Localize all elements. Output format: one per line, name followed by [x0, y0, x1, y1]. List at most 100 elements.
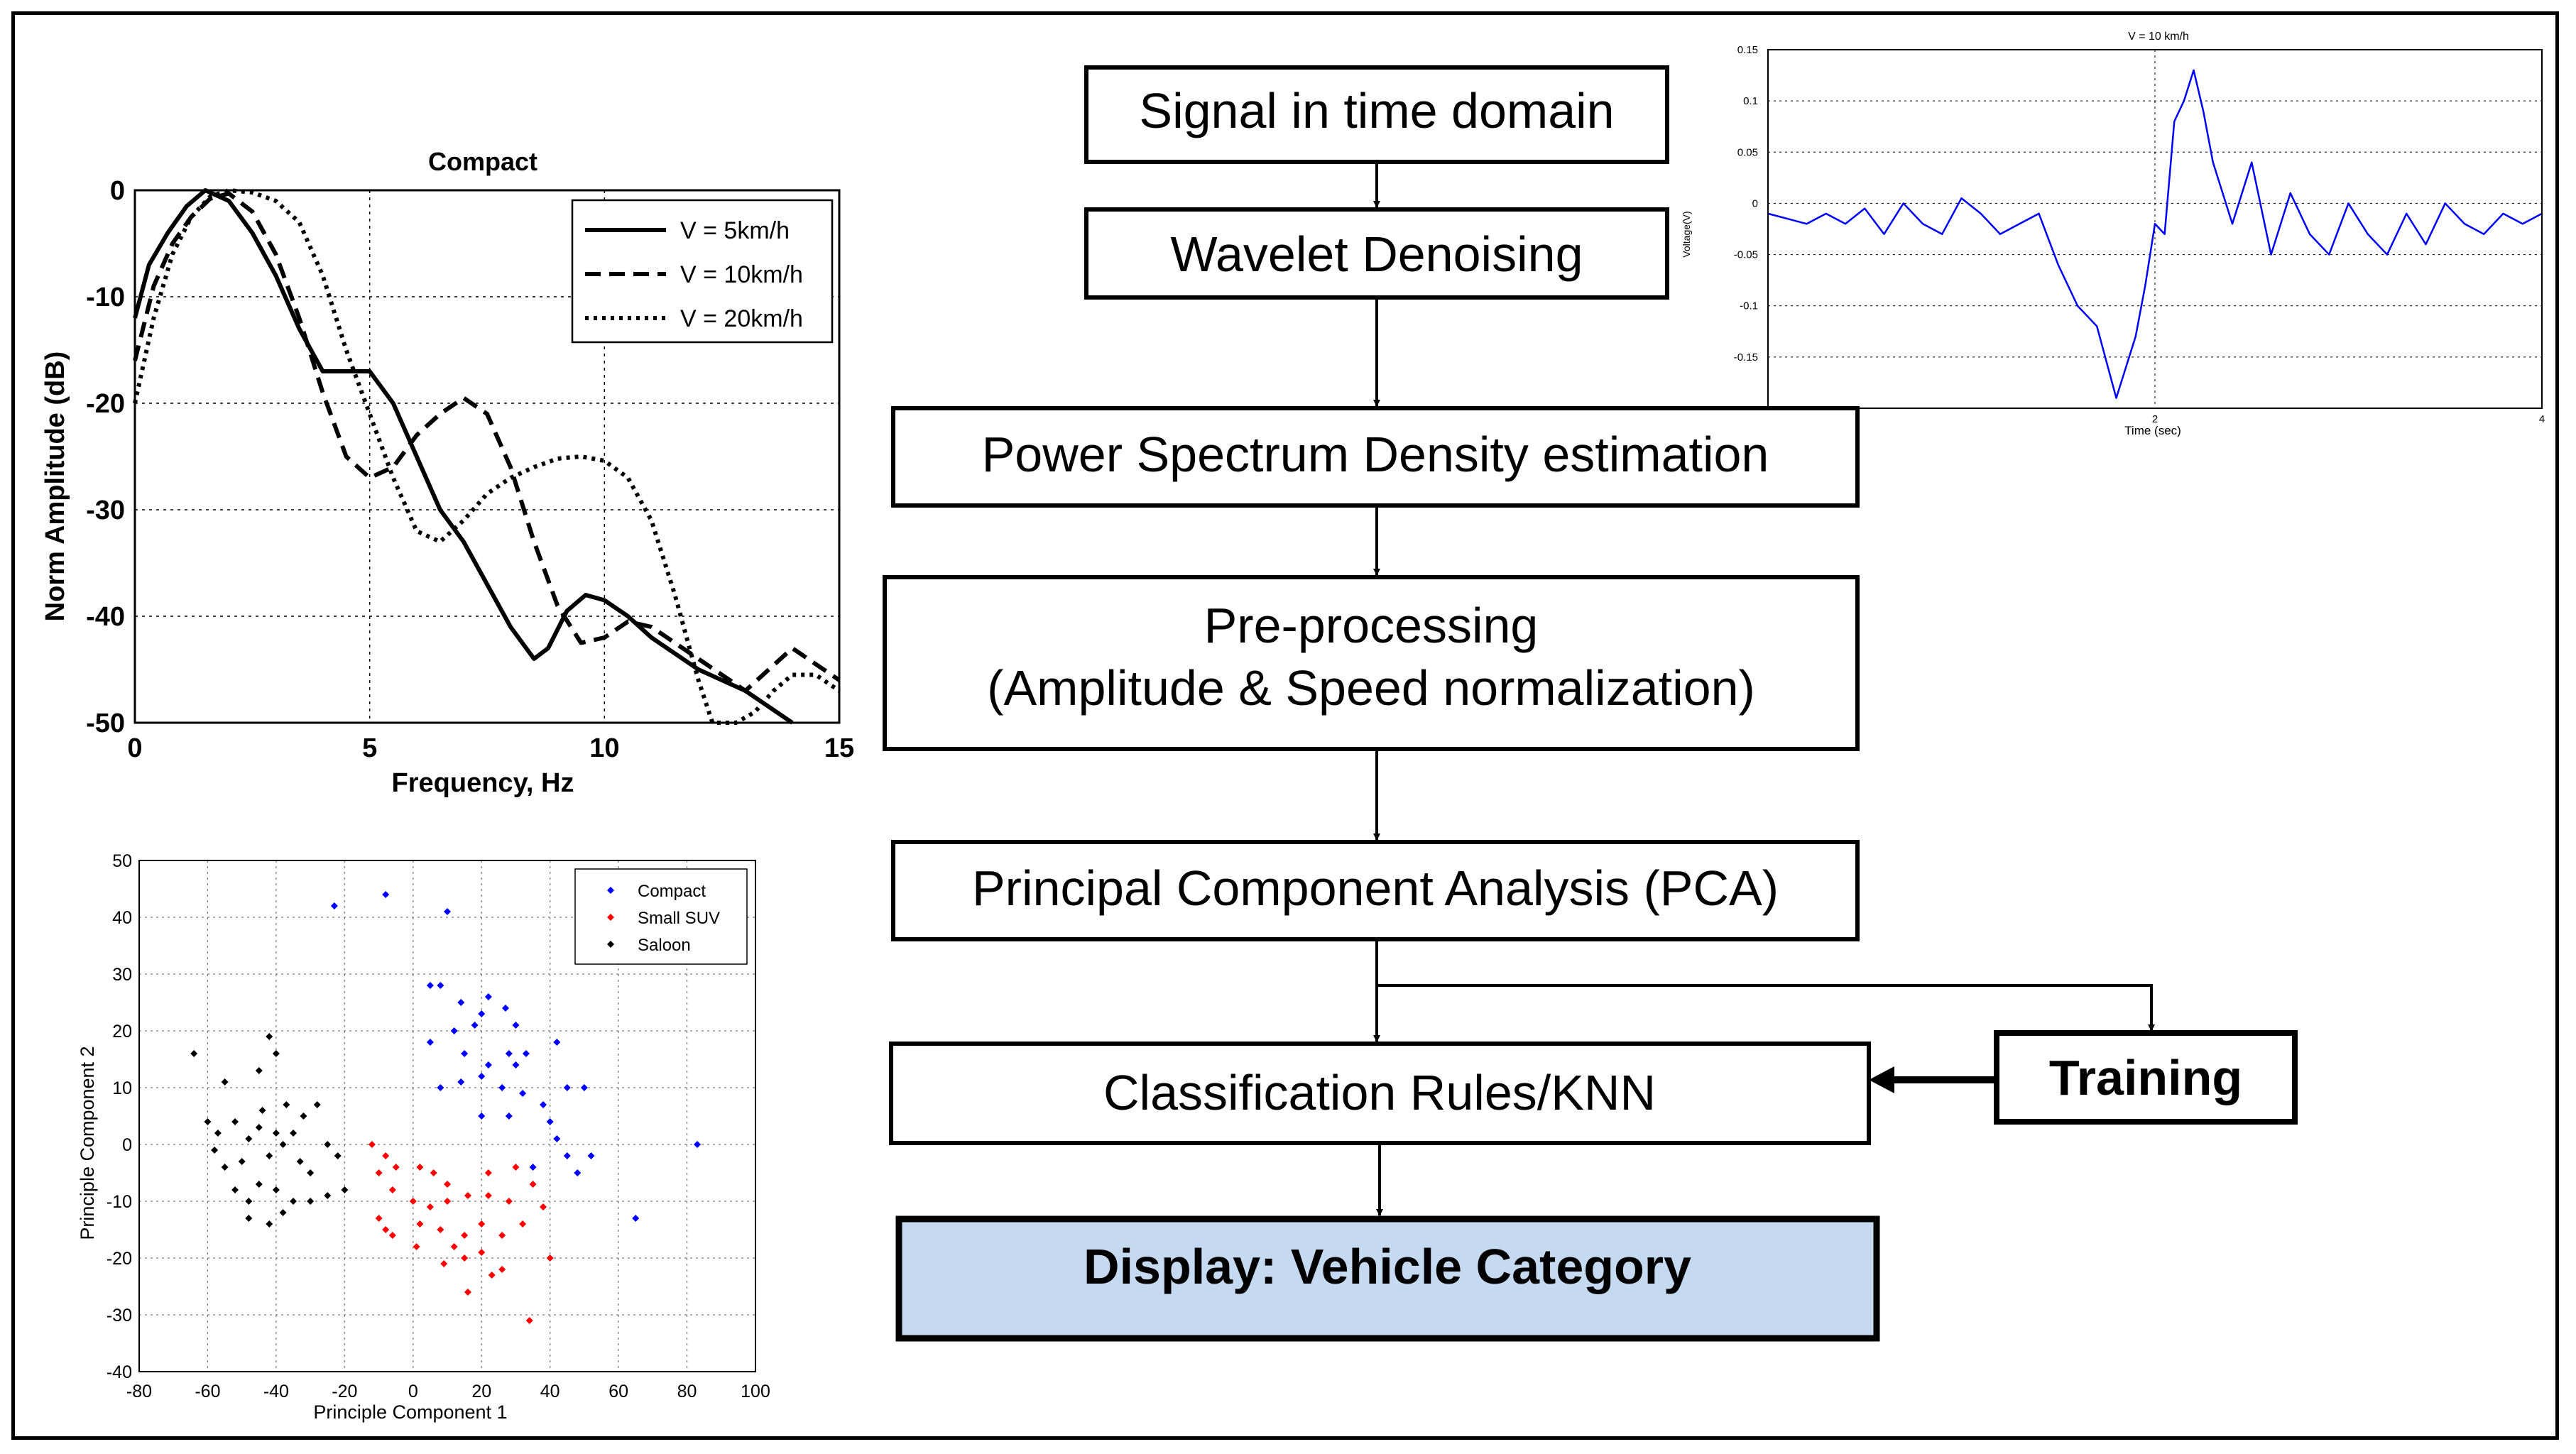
- flow-step-classification: Classification Rules/KNN: [889, 1042, 1871, 1145]
- pca-point-saloon: [190, 1050, 198, 1057]
- pca-point-saloon: [211, 1147, 219, 1154]
- pca-chart-xtick: 20: [471, 1382, 491, 1401]
- flow-step-psd-label: Power Spectrum Density estimation: [982, 427, 1769, 482]
- pca-point-small-suv: [505, 1198, 513, 1205]
- flow-step-display: Display: Vehicle Category: [895, 1215, 1880, 1342]
- pca-point-saloon: [214, 1130, 222, 1137]
- time-chart-ytick: 0: [1752, 197, 1758, 209]
- pca-point-saloon: [307, 1198, 315, 1205]
- pca-chart-xtick: 100: [741, 1382, 770, 1401]
- pca-point-small-suv: [392, 1164, 400, 1171]
- pca-point-compact: [457, 999, 465, 1006]
- pca-point-compact: [553, 1135, 561, 1142]
- pca-point-compact: [587, 1152, 595, 1159]
- pca-point-compact: [632, 1215, 640, 1222]
- pca-point-saloon: [255, 1067, 263, 1074]
- pca-point-small-suv: [461, 1255, 469, 1262]
- pca-point-small-suv: [478, 1220, 486, 1228]
- pca-point-saloon: [290, 1198, 297, 1205]
- pca-point-compact: [426, 982, 434, 989]
- pca-chart-ytick: -30: [107, 1306, 132, 1325]
- pca-chart-xtick: 80: [677, 1382, 697, 1401]
- pca-point-compact: [461, 1050, 469, 1057]
- pca-chart-xlabel: Principle Component 1: [313, 1401, 507, 1423]
- time-chart-title: V = 10 km/h: [2128, 31, 2189, 43]
- pca-chart-xtick: 60: [608, 1382, 628, 1401]
- frequency-chart-xtick: 0: [127, 733, 142, 763]
- pca-point-small-suv: [440, 1260, 448, 1267]
- frequency-series-line-1: [133, 188, 794, 725]
- frequency-chart-ytick: -30: [86, 496, 125, 525]
- pca-point-compact: [478, 1113, 486, 1120]
- pca-point-compact: [478, 1073, 486, 1080]
- frequency-chart-ytick: -40: [86, 602, 125, 632]
- pca-point-compact: [519, 1090, 527, 1097]
- time-chart-ylabel: Voltage(V): [1681, 211, 1692, 257]
- arrow-pca-to-training: [1377, 984, 2155, 1032]
- flow-step-classification-label: Classification Rules/KNN: [1103, 1065, 1656, 1120]
- time-chart-ytick: -0.1: [1740, 300, 1758, 312]
- pca-point-small-suv: [450, 1243, 458, 1250]
- training-label: Training: [2049, 1050, 2242, 1105]
- pca-point-compact: [484, 1061, 492, 1068]
- pca-point-saloon: [204, 1118, 212, 1125]
- frequency-chart-ytick: -50: [86, 709, 125, 738]
- pca-point-compact: [553, 1039, 561, 1046]
- pca-point-saloon: [231, 1118, 239, 1125]
- flow-step-signal: Signal in time domain: [1084, 65, 1669, 164]
- flow-step-wavelet: Wavelet Denoising: [1084, 207, 1669, 300]
- time-signal-line-1: [1767, 69, 2543, 399]
- pca-point-compact: [501, 1005, 509, 1012]
- pca-point-saloon: [221, 1078, 229, 1086]
- pca-point-saloon: [300, 1113, 307, 1120]
- time-chart-ytick: 0.05: [1737, 146, 1758, 158]
- frequency-chart-ytick: 0: [110, 176, 125, 206]
- pca-point-compact: [529, 1164, 537, 1171]
- pca-point-small-suv: [413, 1243, 420, 1250]
- pca-point-saloon: [313, 1101, 321, 1108]
- pca-point-saloon: [245, 1198, 253, 1205]
- pca-chart-xtick: -60: [195, 1382, 220, 1401]
- pca-point-compact: [563, 1152, 571, 1159]
- pca-point-small-suv: [375, 1215, 383, 1222]
- pca-chart-ytick: -10: [107, 1192, 132, 1212]
- flow-step-signal-label: Signal in time domain: [1139, 83, 1614, 138]
- pca-point-compact: [471, 1022, 479, 1029]
- pca-legend-marker: [607, 914, 614, 921]
- outer-frame: [11, 11, 2559, 1440]
- flow-arrows: [1373, 162, 2155, 1216]
- frequency-chart-ylabel: Norm Amplitude (dB): [40, 351, 70, 622]
- time-chart-xlabel: Time (sec): [2124, 424, 2181, 437]
- pca-point-small-suv: [382, 1226, 390, 1233]
- pca-chart-ytick: 30: [112, 965, 132, 985]
- pca-chart-xtick: -20: [332, 1382, 357, 1401]
- frequency-chart-title: Compact: [428, 147, 537, 176]
- flow-step-preprocessing-line2: (Amplitude & Speed normalization): [987, 660, 1755, 716]
- pca-point-saloon: [279, 1209, 287, 1216]
- pca-point-saloon: [238, 1158, 246, 1165]
- time-chart-xtick: 4: [2539, 413, 2545, 425]
- pca-point-saloon: [255, 1181, 263, 1188]
- pca-point-small-suv: [416, 1220, 424, 1228]
- pca-legend-label: Saloon: [638, 936, 691, 955]
- pca-point-small-suv: [437, 1226, 444, 1233]
- pca-point-saloon: [296, 1158, 304, 1165]
- arrow-training-to-classification: [1869, 1066, 1997, 1093]
- pca-point-small-suv: [416, 1164, 424, 1171]
- pca-scatter-chart: Principle Component 1 Principle Componen…: [77, 851, 770, 1423]
- pca-point-saloon: [266, 1220, 273, 1228]
- pca-chart-xtick: 40: [540, 1382, 560, 1401]
- pca-chart-ytick: 0: [122, 1135, 132, 1155]
- pca-point-saloon: [231, 1186, 239, 1193]
- time-chart-ytick: 0.1: [1743, 95, 1758, 107]
- pca-legend-marker: [607, 941, 614, 948]
- pca-point-small-suv: [375, 1169, 383, 1176]
- pca-legend-label: Compact: [638, 882, 706, 901]
- pca-legend-box: [574, 868, 748, 965]
- pca-chart-xtick: -40: [263, 1382, 289, 1401]
- frequency-chart-xtick: 10: [589, 733, 619, 763]
- pca-point-small-suv: [546, 1255, 554, 1262]
